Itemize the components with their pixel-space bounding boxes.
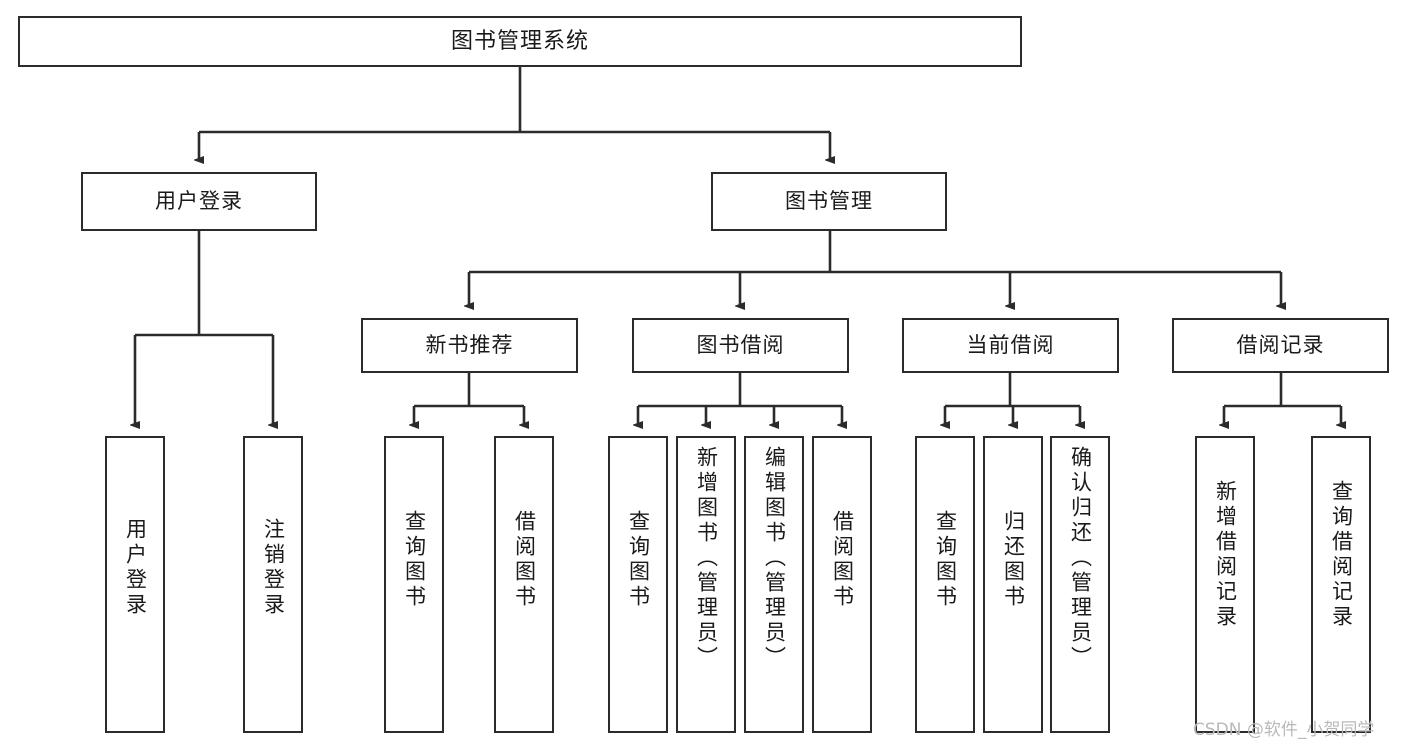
node-label: 图书管理	[785, 189, 873, 214]
leaf-record-add-record[interactable]: 新增借阅记录	[1195, 436, 1255, 733]
node-label: 新增借阅记录	[1213, 480, 1238, 630]
leaf-current-query-book[interactable]: 查询图书	[915, 436, 975, 733]
leaf-recommend-borrow-book[interactable]: 借阅图书	[494, 436, 554, 733]
node-label: 查询图书	[402, 510, 427, 610]
node-label: 用户登录	[123, 518, 148, 618]
node-label: 编辑图书（管理员）	[762, 446, 787, 671]
node-label: 新增图书（管理员）	[694, 446, 719, 671]
node-user-login[interactable]: 用户登录	[81, 172, 317, 231]
leaf-borrow-borrow-book[interactable]: 借阅图书	[812, 436, 872, 733]
node-label: 确认归还（管理员）	[1068, 446, 1093, 671]
node-book-management[interactable]: 图书管理	[711, 172, 947, 231]
node-label: 查询图书	[933, 510, 958, 610]
node-book-borrow[interactable]: 图书借阅	[632, 318, 849, 373]
leaf-borrow-add-book-admin[interactable]: 新增图书（管理员）	[676, 436, 736, 733]
node-label: 借阅记录	[1236, 333, 1325, 358]
csdn-watermark: CSDN @软件_小贺同学	[1193, 720, 1375, 740]
node-borrow-record[interactable]: 借阅记录	[1172, 318, 1389, 373]
node-label: 新书推荐	[425, 333, 514, 358]
node-label: 图书管理系统	[450, 28, 589, 54]
node-new-book-recommend[interactable]: 新书推荐	[361, 318, 578, 373]
leaf-record-query-record[interactable]: 查询借阅记录	[1311, 436, 1371, 733]
node-label: 用户登录	[155, 189, 243, 214]
leaf-user-login-login[interactable]: 用户登录	[105, 436, 165, 733]
leaf-borrow-edit-book-admin[interactable]: 编辑图书（管理员）	[744, 436, 804, 733]
node-label: 查询图书	[626, 510, 651, 610]
node-label: 借阅图书	[512, 510, 537, 610]
node-root-system[interactable]: 图书管理系统	[18, 16, 1022, 67]
node-label: 注销登录	[261, 518, 286, 618]
leaf-recommend-query-book[interactable]: 查询图书	[384, 436, 444, 733]
node-current-borrow[interactable]: 当前借阅	[902, 318, 1119, 373]
node-label: 借阅图书	[830, 510, 855, 610]
leaf-current-confirm-return-admin[interactable]: 确认归还（管理员）	[1050, 436, 1110, 733]
leaf-current-return-book[interactable]: 归还图书	[983, 436, 1043, 733]
node-label: 图书借阅	[696, 333, 785, 358]
node-label: 归还图书	[1001, 510, 1026, 610]
node-label: 查询借阅记录	[1329, 480, 1354, 630]
node-label: 当前借阅	[966, 333, 1055, 358]
leaf-borrow-query-book[interactable]: 查询图书	[608, 436, 668, 733]
leaf-user-login-logout[interactable]: 注销登录	[243, 436, 303, 733]
